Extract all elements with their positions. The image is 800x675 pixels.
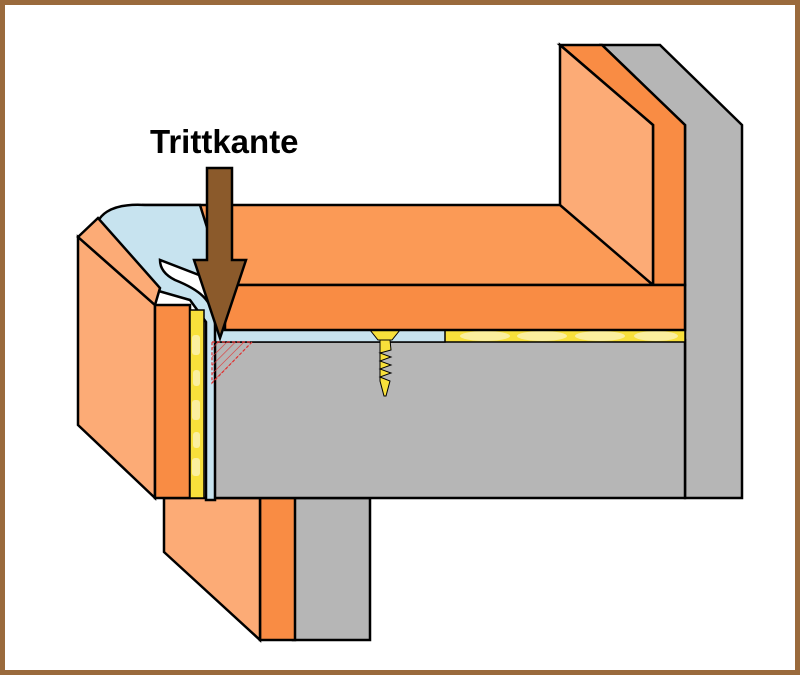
arrow-shape <box>192 166 248 342</box>
adhesive-dot <box>575 331 625 341</box>
adhesive-blob <box>192 400 200 420</box>
lower-step <box>162 496 372 643</box>
front-tile-top <box>76 216 162 308</box>
adhesive-dot <box>460 331 510 341</box>
trittkante-label: Trittkante <box>150 123 299 160</box>
profile-horizontal-leg <box>214 329 446 343</box>
adhesive-blob <box>193 432 200 448</box>
screw <box>368 329 402 397</box>
screw-shaft <box>378 339 393 397</box>
tread-tile <box>141 203 687 332</box>
lower-concrete <box>291 496 372 642</box>
adhesive-blob <box>192 458 200 476</box>
lower-tile-face <box>162 496 262 643</box>
front-tile-edge <box>153 303 192 500</box>
hatched-area <box>211 341 254 385</box>
hatched-triangle <box>211 341 254 385</box>
adhesive-dot <box>634 331 678 341</box>
tread-front-face <box>223 283 687 332</box>
front-riser-tile <box>76 216 192 501</box>
concrete-step <box>208 338 687 500</box>
arrow-pointer <box>192 166 248 342</box>
adhesive-dot <box>517 331 567 341</box>
vertical-adhesive <box>189 309 205 499</box>
adhesive-blob <box>193 370 200 386</box>
lower-tile-dark <box>258 496 297 642</box>
adhesive-blob <box>192 335 200 355</box>
